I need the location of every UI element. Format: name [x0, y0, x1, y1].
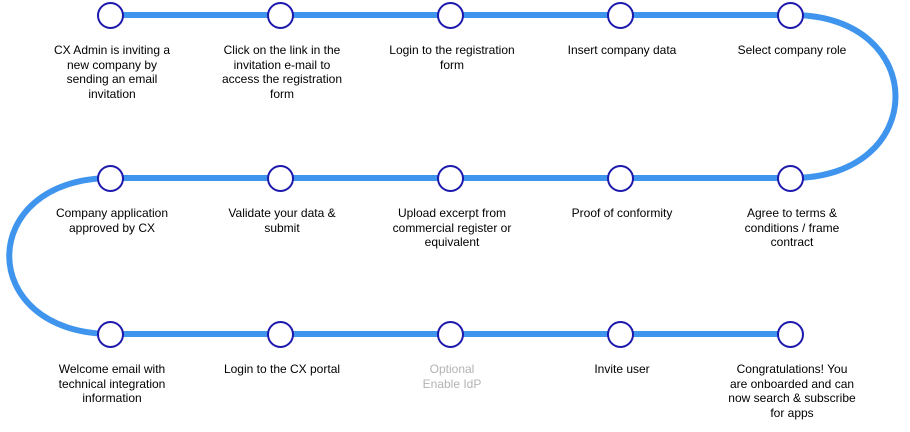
step-label: Proof of conformity	[571, 206, 673, 220]
step-label: Click on the link in the invitation e-ma…	[221, 43, 343, 101]
step-label: Invite user	[594, 362, 650, 376]
step-node[interactable]	[437, 2, 464, 29]
step-node[interactable]	[607, 2, 634, 29]
step-label: Select company role	[737, 43, 847, 57]
step-label: Agree to terms & conditions / frame cont…	[744, 206, 840, 249]
step-label-optional: Optional Enable IdP	[372, 362, 532, 391]
step-node[interactable]	[267, 2, 294, 29]
step-node[interactable]	[97, 321, 124, 348]
step-node[interactable]	[437, 165, 464, 192]
optional-tag: Optional	[429, 362, 475, 376]
step-label: Company application approved by CX	[55, 206, 169, 235]
step-node[interactable]	[777, 165, 804, 192]
step-node[interactable]	[607, 321, 634, 348]
step-node[interactable]	[777, 2, 804, 29]
step-node[interactable]	[437, 321, 464, 348]
step-label: Welcome email with technical integration…	[58, 362, 166, 405]
step-label: Login to the registration form	[389, 43, 515, 72]
step-node[interactable]	[607, 165, 634, 192]
step-node[interactable]	[97, 2, 124, 29]
step-node[interactable]	[777, 321, 804, 348]
step-label: Upload excerpt from commercial register …	[392, 206, 512, 249]
step-label: Login to the CX portal	[223, 362, 341, 376]
step-label-text: Enable IdP	[422, 376, 482, 391]
step-node[interactable]	[267, 321, 294, 348]
step-label: CX Admin is inviting a new company by se…	[53, 43, 171, 101]
step-node[interactable]	[267, 165, 294, 192]
step-node[interactable]	[97, 165, 124, 192]
step-label: Congratulations! You are onboarded and c…	[728, 362, 856, 420]
step-label: Insert company data	[567, 43, 677, 57]
step-label: Validate your data & submit	[228, 206, 336, 235]
